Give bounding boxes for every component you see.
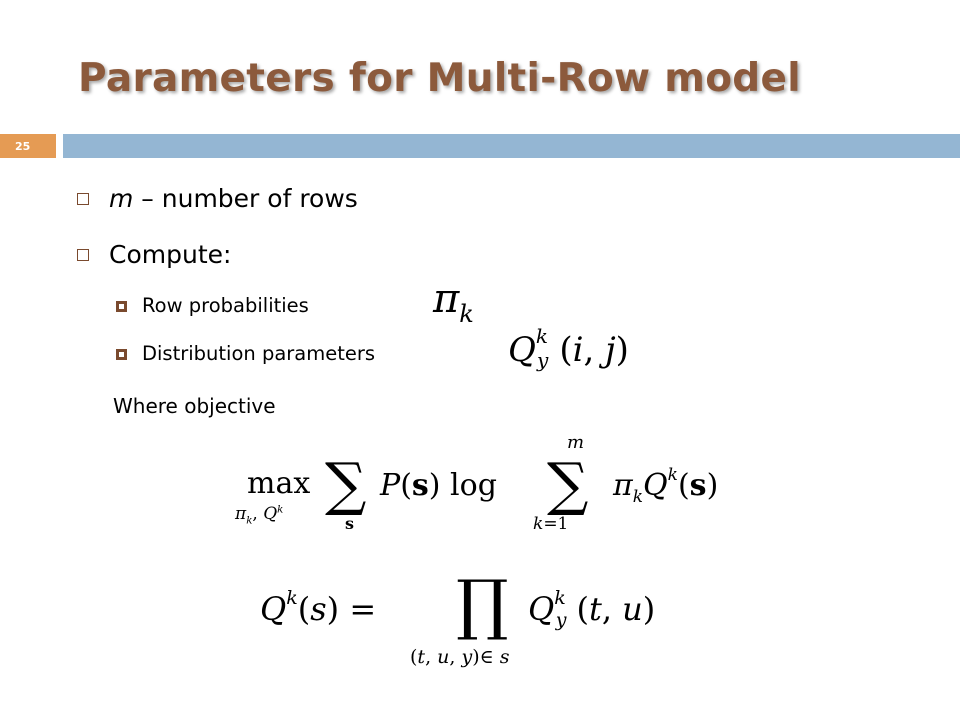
header-bar (63, 134, 960, 158)
hollow-square-bullet-icon (77, 193, 89, 205)
row-probabilities-label: Row probabilities (142, 294, 309, 317)
formula-q-distribution: Qky(i, j) (508, 324, 629, 372)
m-variable: m (109, 184, 134, 213)
page-number-badge: 25 (0, 134, 56, 158)
formula-q-product: Qk(s) = ∏ (t, u, y)∈ s Qky(t, u) (260, 566, 656, 668)
hollow-square-bullet-icon (77, 249, 89, 261)
where-objective-text: Where objective (113, 394, 276, 418)
filled-square-bullet-icon (116, 301, 127, 312)
bullet-text: m – number of rows (109, 184, 358, 213)
formula-objective: max πk, Qk ∑ s P(s) log m ∑ k=1 πkQk(s) (235, 432, 719, 534)
filled-square-bullet-icon (116, 349, 127, 360)
slide-title: Parameters for Multi-Row model (78, 56, 801, 101)
page-number: 25 (15, 140, 31, 153)
distribution-parameters-label: Distribution parameters (142, 342, 376, 365)
compute-label: Compute: (109, 240, 232, 269)
m-description: – number of rows (133, 184, 358, 213)
formula-pi-k: πk (433, 276, 474, 328)
